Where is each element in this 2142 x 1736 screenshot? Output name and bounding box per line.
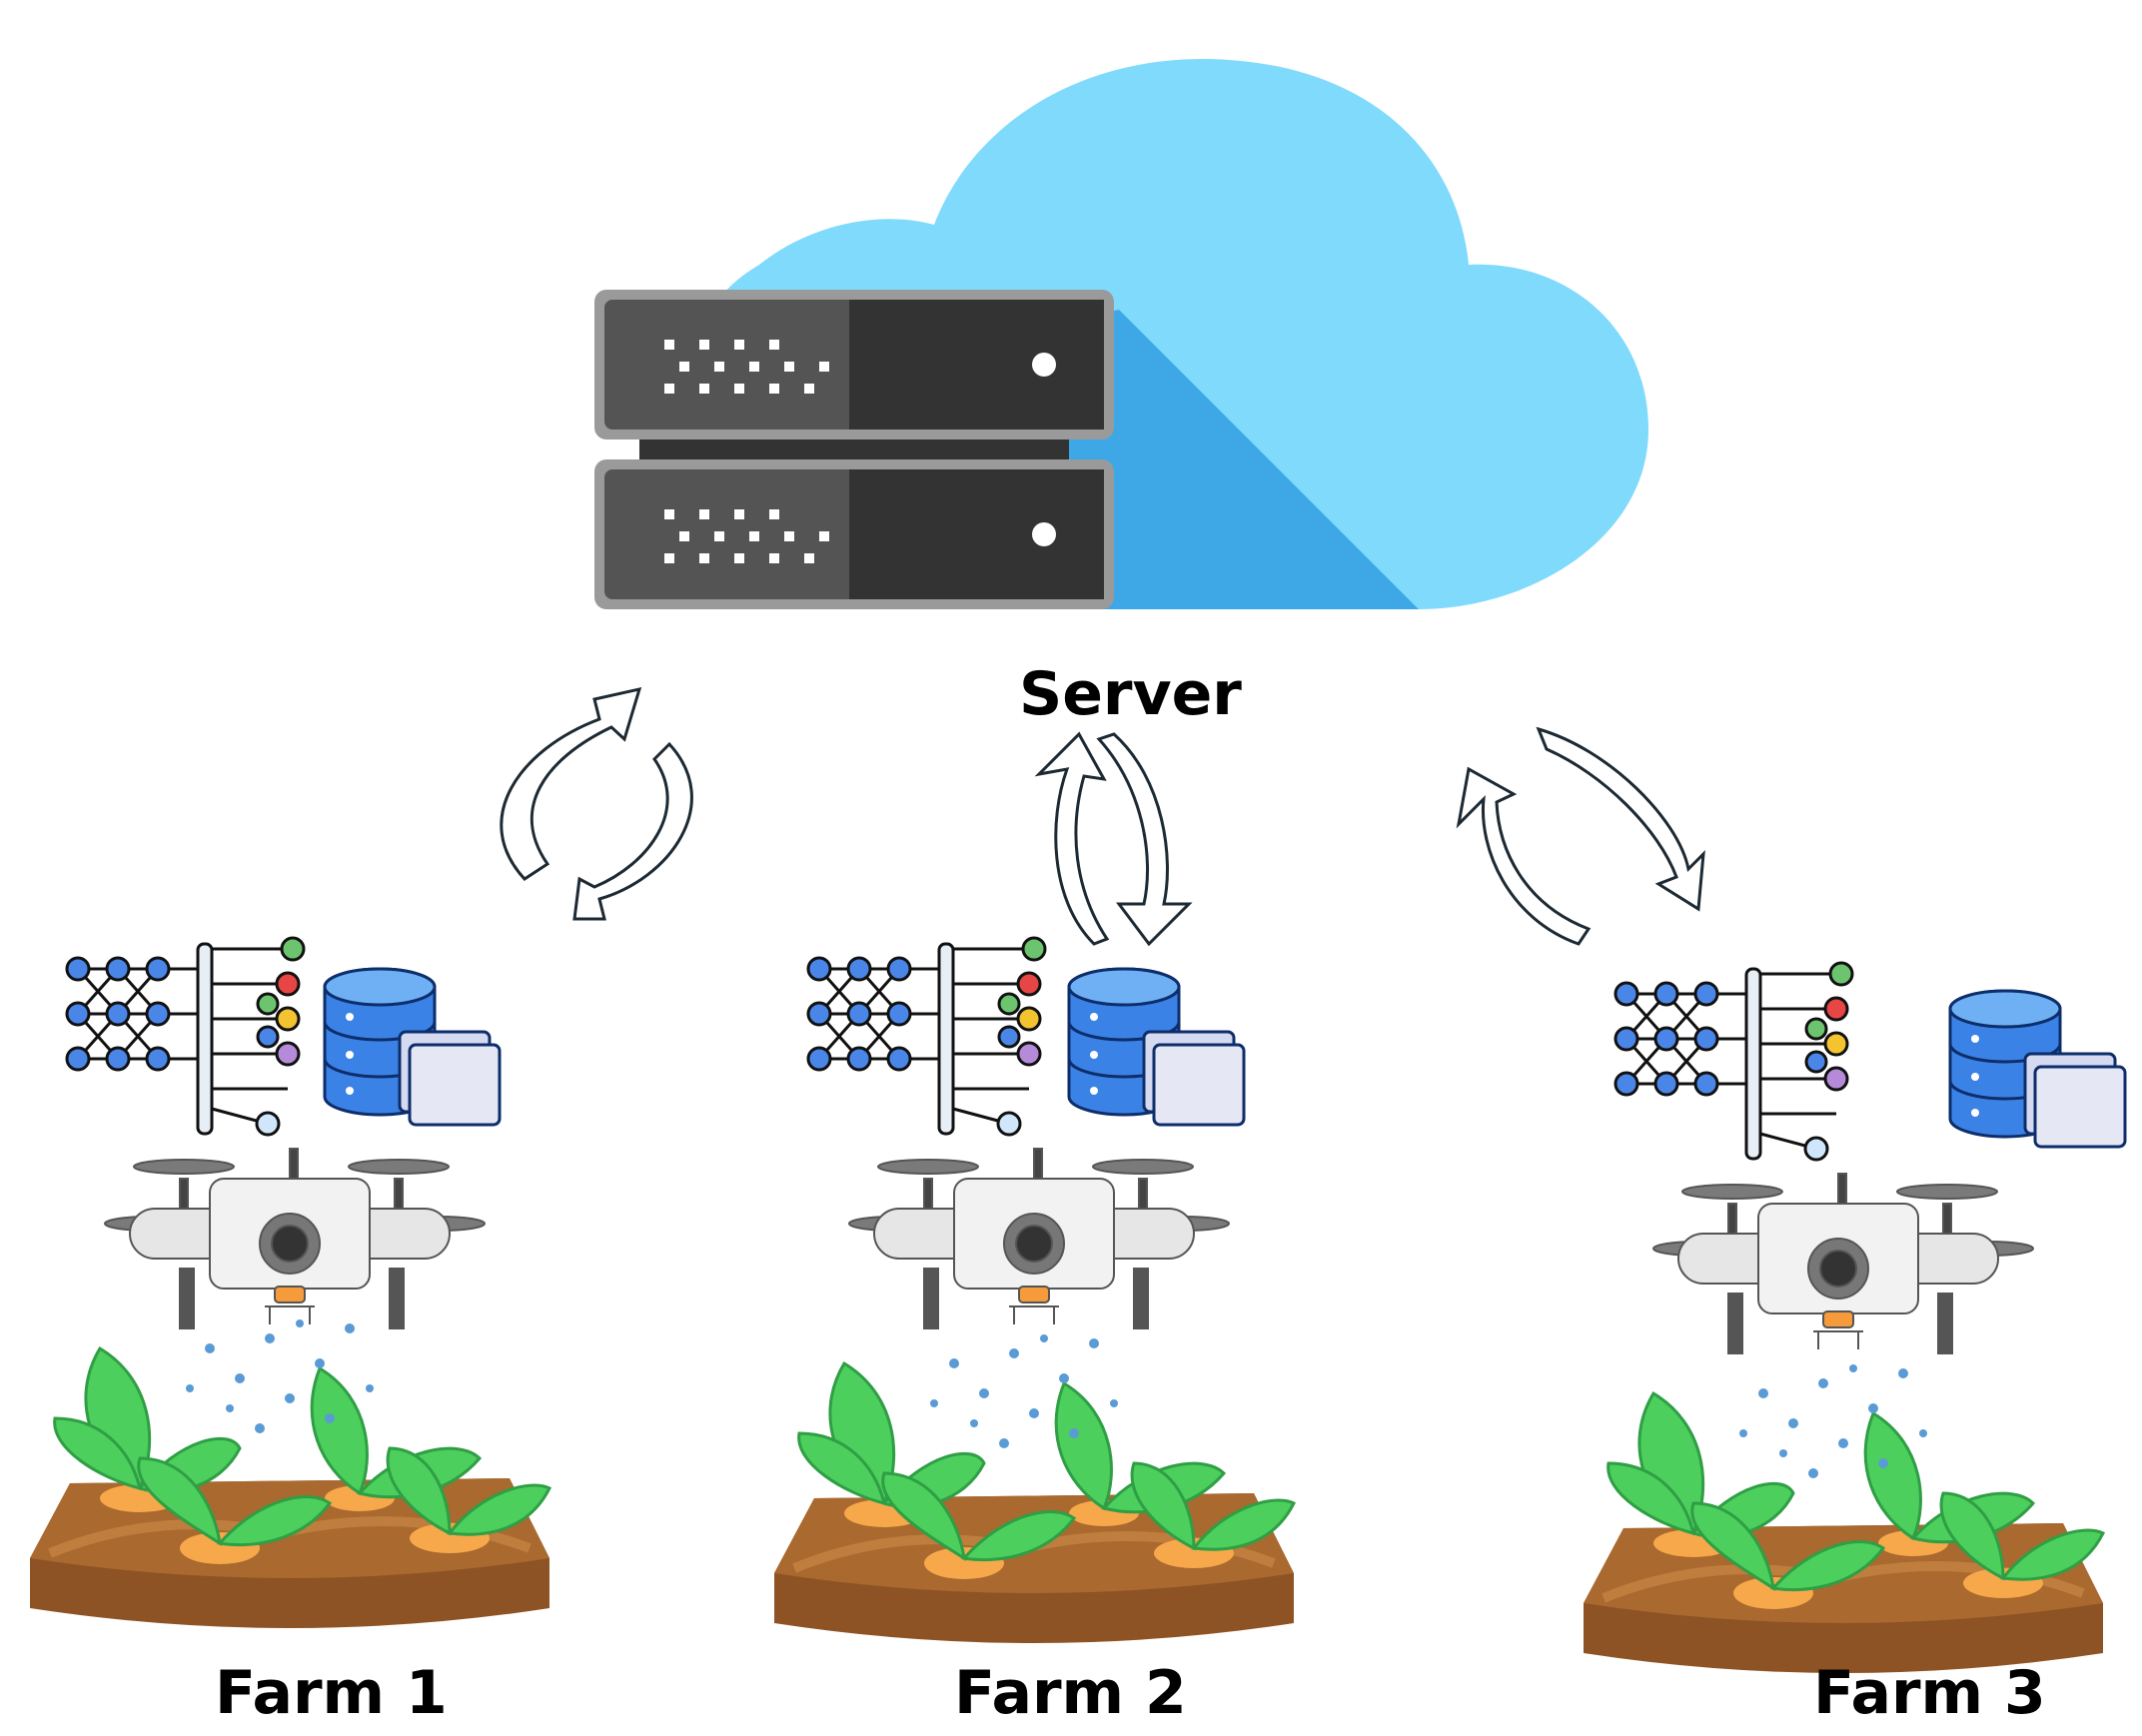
farm3-database-icon: [1948, 989, 2127, 1149]
farm2-model-icon: [806, 936, 1047, 1137]
farm1-drone-icon: [104, 1148, 486, 1329]
sync-arrows-farm1-icon: [500, 686, 693, 921]
farm3-label: Farm 3: [1813, 1658, 2046, 1728]
farm2-field-icon: [774, 1334, 1294, 1643]
farm3-model-icon: [1613, 961, 1854, 1162]
farm2-label: Farm 2: [954, 1658, 1187, 1728]
farm2-drone-icon: [848, 1148, 1230, 1329]
sync-arrows-farm2-icon: [1034, 731, 1193, 947]
farm2-database-icon: [1067, 967, 1246, 1127]
farm1-field-icon: [30, 1319, 549, 1628]
farm1-label: Farm 1: [215, 1658, 448, 1728]
farm1-database-icon: [323, 967, 502, 1127]
farm3-field-icon: [1584, 1364, 2103, 1673]
farm3-drone-icon: [1652, 1173, 2034, 1354]
server-label: Server: [1019, 659, 1242, 729]
sync-arrows-farm3-icon: [1456, 726, 1705, 946]
farm1-model-icon: [65, 936, 306, 1137]
server-rack-icon: [594, 290, 1114, 609]
